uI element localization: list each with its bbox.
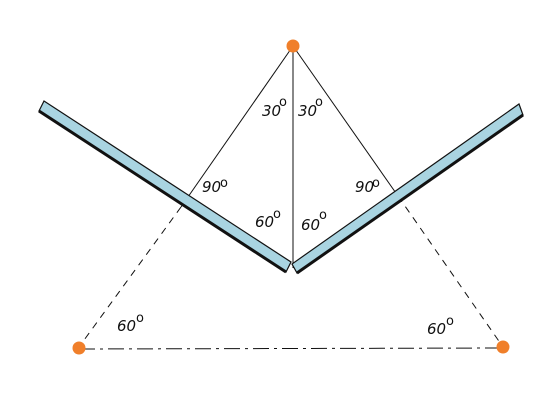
incidence-right-angle-label: 90 o	[355, 176, 380, 196]
svg-text:90: 90	[355, 178, 374, 196]
dashed-right-extension	[397, 195, 504, 348]
svg-text:60: 60	[427, 320, 446, 338]
svg-text:60: 60	[255, 213, 274, 231]
left-mirror	[38, 100, 292, 273]
apex-right-angle-label: 30 o	[298, 95, 323, 120]
svg-text:o: o	[372, 176, 380, 191]
base-right-angle-label: 60 o	[427, 314, 454, 338]
vertex-right-angle-label: 60 o	[301, 208, 327, 234]
right-mirror	[291, 103, 524, 274]
svg-text:o: o	[136, 311, 144, 326]
apex-left-angle-label: 30 o	[262, 95, 287, 120]
svg-text:o: o	[220, 176, 228, 191]
base-left-angle-label: 60 o	[117, 311, 144, 335]
dash-dot-base-line	[78, 347, 504, 350]
ray-top-to-right-mirror	[292, 45, 399, 197]
dashed-left-extension	[78, 206, 182, 348]
svg-text:o: o	[446, 314, 454, 329]
svg-text:30: 30	[298, 102, 317, 120]
svg-text:o: o	[315, 95, 323, 110]
incidence-left-angle-label: 90 o	[202, 176, 228, 196]
left-mirror-back-edge	[38, 109, 287, 274]
svg-text:60: 60	[301, 216, 320, 234]
svg-text:o: o	[319, 208, 327, 223]
vertex-left-angle-label: 60 o	[255, 207, 281, 231]
svg-text:90: 90	[202, 178, 221, 196]
svg-text:60: 60	[117, 317, 136, 335]
svg-text:o: o	[273, 207, 281, 222]
bottom-left-point-icon	[72, 341, 86, 355]
bottom-right-point-icon	[496, 340, 510, 354]
ray-top-to-left-mirror	[180, 45, 294, 208]
right-mirror-back-edge	[296, 113, 524, 275]
svg-text:o: o	[279, 95, 287, 110]
top-point-icon	[286, 39, 300, 53]
svg-text:30: 30	[262, 102, 281, 120]
